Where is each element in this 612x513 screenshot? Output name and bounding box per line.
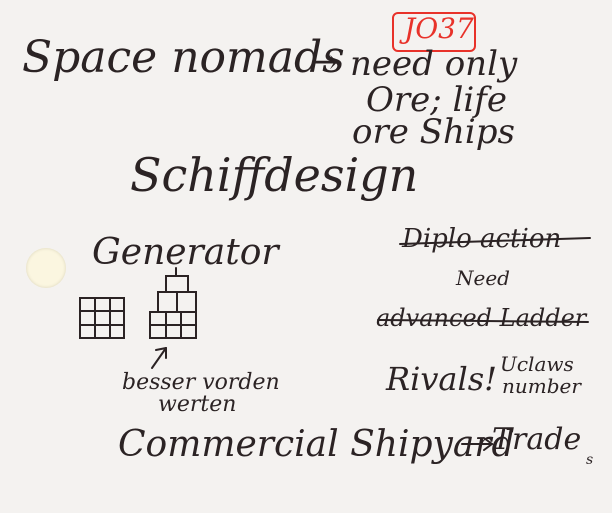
ship-block-sketch	[149, 267, 197, 339]
stamp-code: JO37	[404, 12, 474, 45]
pointer-arrow	[151, 347, 167, 369]
rivals-note-2: number	[502, 374, 581, 398]
stamp-box	[392, 12, 476, 52]
need-line-2: Ore; life	[366, 80, 507, 120]
grid-sketch-small	[79, 297, 125, 339]
need-small-label: Need	[456, 266, 510, 290]
advanced-ladder-label: advanced Ladder	[376, 304, 587, 332]
arrow-trade	[461, 437, 493, 451]
heading-schiffdesign: Schiffdesign	[130, 148, 419, 202]
rivals-label: Rivals!	[386, 360, 497, 398]
besser-line-1: besser vorden	[122, 370, 280, 395]
besser-line-2: werten	[158, 392, 237, 417]
need-line-1: need only	[350, 44, 518, 84]
punch-hole	[26, 248, 66, 288]
generator-label: Generator	[92, 232, 279, 273]
trade-subscript: s	[586, 452, 594, 468]
arrow-need: →	[310, 42, 339, 82]
diplo-strike	[399, 237, 591, 245]
trade-label: Trade	[492, 422, 582, 457]
need-line-3: ore Ships	[352, 112, 515, 152]
title-space-nomads: Space nomads	[22, 32, 345, 83]
commercial-shipyard-label: Commercial Shipyard	[118, 424, 515, 465]
rivals-note-1: Uclaws	[500, 352, 574, 376]
ladder-strike	[377, 319, 589, 323]
